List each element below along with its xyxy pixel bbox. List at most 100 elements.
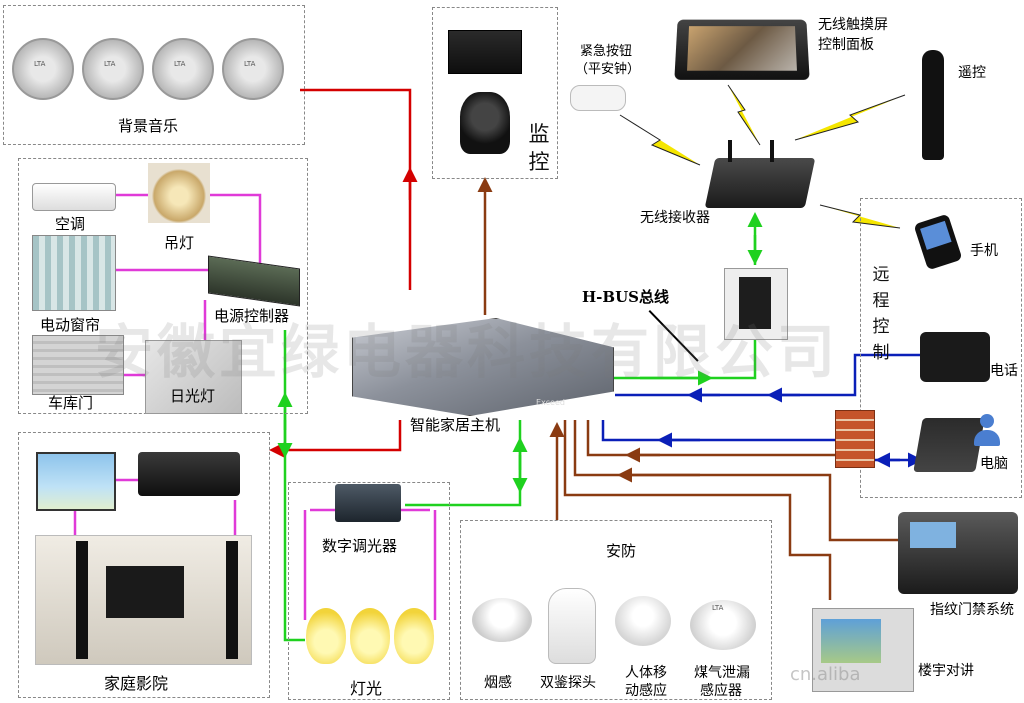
label-chandelier: 吊灯 bbox=[164, 234, 195, 252]
label-computer: 电脑 bbox=[980, 456, 1008, 472]
speaker-tower-right bbox=[226, 541, 238, 659]
zone-surveillance bbox=[432, 7, 558, 179]
zone-security bbox=[460, 520, 772, 700]
wall-panel-icon bbox=[724, 268, 788, 340]
label-host: 智能家居主机 bbox=[410, 416, 501, 434]
ceiling-speaker-2 bbox=[82, 38, 144, 100]
dual-probe-icon bbox=[548, 588, 596, 664]
label-curtain: 电动窗帘 bbox=[40, 316, 101, 334]
label-remote-control-text: 远程控制 bbox=[872, 265, 890, 363]
label-touch-panel-1: 无线触摸屏 bbox=[818, 17, 888, 33]
wire-music bbox=[300, 88, 412, 290]
speaker-brand-3: LTA bbox=[174, 60, 186, 68]
gas-detector-icon bbox=[690, 600, 756, 650]
fingerprint-screen bbox=[910, 522, 956, 548]
bulb-3-icon bbox=[394, 608, 434, 664]
chandelier-icon bbox=[148, 163, 210, 223]
panic-button-icon bbox=[570, 85, 626, 111]
zone-background-music bbox=[3, 5, 305, 145]
wire-remote-box bbox=[586, 420, 855, 457]
label-touch-panel-2: 控制面板 bbox=[818, 37, 874, 53]
user-avatar-icon bbox=[974, 414, 1000, 448]
label-receiver: 无线接收器 bbox=[640, 210, 710, 226]
label-remote: 遥控 bbox=[958, 65, 986, 81]
label-fluorescent: 日光灯 bbox=[170, 387, 216, 405]
telephone-icon bbox=[920, 332, 990, 382]
user-avatar-body bbox=[974, 430, 1000, 446]
label-lighting: 灯光 bbox=[350, 679, 383, 698]
bulb-1-icon bbox=[306, 608, 346, 664]
garage-door-icon bbox=[32, 335, 124, 395]
intercom-screen bbox=[821, 619, 881, 663]
wall-panel-screen bbox=[739, 277, 771, 329]
wire-intercom bbox=[563, 420, 832, 600]
wire-magenta-lights bbox=[303, 508, 437, 620]
digital-dimmer-icon bbox=[335, 484, 401, 522]
label-surveillance-text: 监控 bbox=[528, 122, 550, 174]
firewall-icon bbox=[835, 410, 875, 468]
user-avatar-head bbox=[980, 414, 994, 428]
gas-detector-brand: LTA bbox=[712, 604, 724, 612]
label-dimmer: 数字调光器 bbox=[322, 537, 398, 555]
label-home-theater: 家庭影院 bbox=[104, 674, 169, 693]
pir-sensor-icon bbox=[615, 596, 671, 646]
projection-screen-icon bbox=[36, 452, 116, 511]
living-room-icon bbox=[35, 535, 252, 665]
wire-theater bbox=[269, 420, 402, 458]
label-garage-door: 车库门 bbox=[48, 394, 94, 412]
ptz-camera-icon bbox=[460, 92, 510, 154]
zone-home-theater bbox=[18, 432, 270, 698]
label-pir-1: 人体移 bbox=[625, 665, 667, 681]
label-gas-1: 煤气泄漏 bbox=[694, 665, 750, 681]
projector-icon bbox=[138, 452, 240, 496]
speaker-tower-left bbox=[76, 541, 88, 659]
wireless-receiver-icon bbox=[704, 158, 816, 208]
antenna-right-icon bbox=[770, 140, 774, 162]
label-smoke: 烟感 bbox=[484, 675, 512, 691]
ceiling-speaker-1 bbox=[12, 38, 74, 100]
bulb-2-icon bbox=[350, 608, 390, 664]
label-gas-2: 感应器 bbox=[700, 683, 742, 699]
antenna-left-icon bbox=[728, 140, 732, 162]
intercom-icon bbox=[812, 608, 914, 692]
label-security: 安防 bbox=[606, 542, 637, 560]
wire-fingerprint bbox=[573, 420, 900, 542]
smoke-detector-icon bbox=[472, 598, 532, 642]
label-remote-control: 远程控制 bbox=[870, 262, 892, 366]
air-conditioner-icon bbox=[32, 183, 116, 211]
label-power-controller: 电源控制器 bbox=[214, 307, 290, 325]
ceiling-speaker-4 bbox=[222, 38, 284, 100]
label-surveillance: 监控 bbox=[527, 120, 551, 176]
label-ac: 空调 bbox=[55, 215, 86, 233]
label-background-music: 背景音乐 bbox=[118, 117, 179, 135]
dvr-recorder-icon bbox=[448, 30, 522, 74]
touch-panel-screen bbox=[687, 26, 797, 71]
label-dual-probe: 双鉴探头 bbox=[540, 675, 596, 691]
wire-firewall bbox=[601, 420, 835, 442]
zone-lighting bbox=[288, 482, 450, 700]
label-pir-2: 动感应 bbox=[625, 683, 667, 699]
wire-phone bbox=[615, 353, 920, 397]
label-mobile: 手机 bbox=[970, 243, 998, 259]
tv-screen bbox=[106, 566, 184, 618]
ceiling-speaker-3 bbox=[152, 38, 214, 100]
label-panic-button: 紧急按钮 bbox=[580, 44, 633, 59]
speaker-brand-4: LTA bbox=[244, 60, 256, 68]
label-fingerprint: 指纹门禁系统 bbox=[930, 602, 1014, 618]
bolt-remote bbox=[794, 94, 906, 141]
host-brand-text: Exceed bbox=[536, 398, 565, 407]
speaker-brand-1: LTA bbox=[34, 60, 46, 68]
remote-control-icon bbox=[922, 50, 944, 160]
speaker-brand-2: LTA bbox=[104, 60, 116, 68]
fingerprint-reader-icon bbox=[898, 512, 1018, 594]
curtain-icon bbox=[32, 235, 116, 311]
mobile-screen bbox=[920, 220, 952, 250]
footer-watermark: cn.aliba bbox=[790, 664, 861, 685]
label-panic-button-sub: （平安钟） bbox=[575, 62, 641, 77]
label-hbus: H-BUS总线 bbox=[582, 288, 669, 306]
zone-remote-control bbox=[860, 198, 1022, 498]
bolt-panic bbox=[619, 114, 701, 166]
label-telephone: 电话 bbox=[990, 363, 1018, 379]
label-intercom: 楼宇对讲 bbox=[918, 663, 974, 679]
